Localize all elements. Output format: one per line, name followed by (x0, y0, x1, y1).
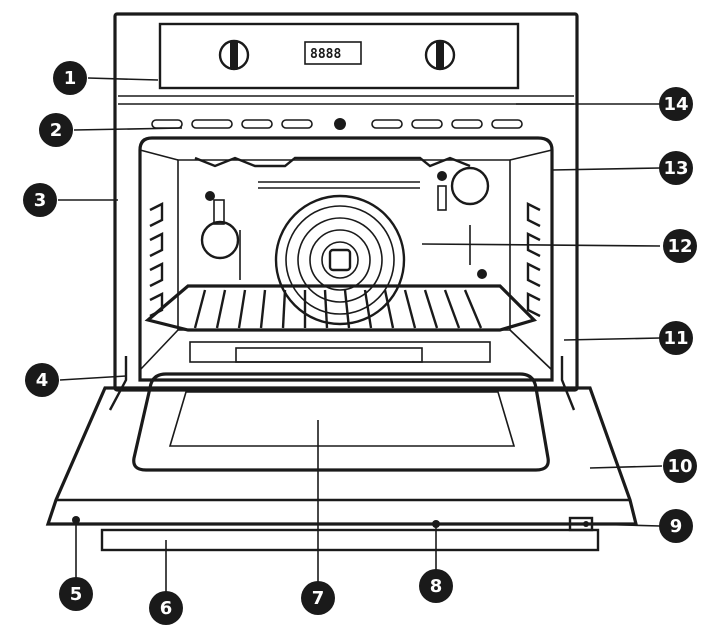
convection-fan (274, 194, 406, 326)
callout-badge (53, 61, 87, 95)
cooling-vents (151, 118, 523, 130)
callout-2: 2 (39, 113, 73, 147)
callout-label: 11 (663, 328, 688, 349)
callout-badge (663, 229, 697, 263)
callout-badge (59, 577, 93, 611)
callout-badge (659, 509, 693, 543)
callout-label: 12 (667, 236, 692, 257)
callout-label: 3 (34, 190, 47, 211)
callout-label: 10 (667, 456, 692, 477)
callout-label: 13 (663, 158, 688, 179)
callout-label: 1 (64, 68, 77, 89)
digital-display: 8888 (304, 41, 362, 65)
cavity-floor-panel (189, 341, 491, 363)
oven-lamp-right (437, 166, 490, 279)
callout-badge (663, 449, 697, 483)
callout-label: 9 (670, 516, 683, 537)
callout-1: 1 (53, 61, 87, 95)
callout-3: 3 (23, 183, 57, 217)
callout-badge (659, 321, 693, 355)
callout-badge (149, 591, 183, 625)
callout-badge (25, 363, 59, 397)
callout-14: 14 (659, 87, 693, 121)
callout-badge (23, 183, 57, 217)
callout-label: 7 (312, 588, 325, 609)
oven-lamp-left (200, 191, 240, 260)
callout-label: 14 (663, 94, 688, 115)
callout-badge (301, 581, 335, 615)
right-door-hinge (560, 356, 576, 411)
control-panel (158, 22, 520, 90)
callout-badge (659, 87, 693, 121)
left-control-knob (218, 39, 250, 71)
callout-9: 9 (659, 509, 693, 543)
callout-label: 5 (70, 584, 83, 605)
callout-badge (419, 569, 453, 603)
door-glass-inner (168, 391, 516, 447)
top-heating-element (194, 156, 471, 168)
left-door-hinge (108, 356, 128, 411)
callout-label: 6 (160, 598, 173, 619)
callout-11: 11 (659, 321, 693, 355)
door-glass (132, 372, 550, 472)
door-handle-bar (100, 528, 600, 552)
callout-5: 5 (59, 577, 93, 611)
callout-12: 12 (663, 229, 697, 263)
left-shelf-runners (149, 202, 164, 318)
cavity-floor-inset (235, 347, 423, 363)
callout-leaders (58, 77, 663, 592)
callout-badge (659, 151, 693, 185)
callout-7: 7 (301, 581, 335, 615)
oven-cabinet (113, 12, 579, 392)
right-control-knob (424, 39, 456, 71)
callout-4: 4 (25, 363, 59, 397)
display-readout: 8888 (310, 47, 341, 62)
wire-shelf (144, 284, 538, 332)
callout-badge (39, 113, 73, 147)
callout-10: 10 (663, 449, 697, 483)
callout-label: 8 (430, 576, 443, 597)
callout-label: 4 (36, 370, 49, 391)
callout-8: 8 (419, 569, 453, 603)
callout-6: 6 (149, 591, 183, 625)
oven-cavity (138, 136, 554, 382)
callout-13: 13 (659, 151, 693, 185)
right-shelf-runners (526, 202, 541, 318)
callout-label: 2 (50, 120, 63, 141)
